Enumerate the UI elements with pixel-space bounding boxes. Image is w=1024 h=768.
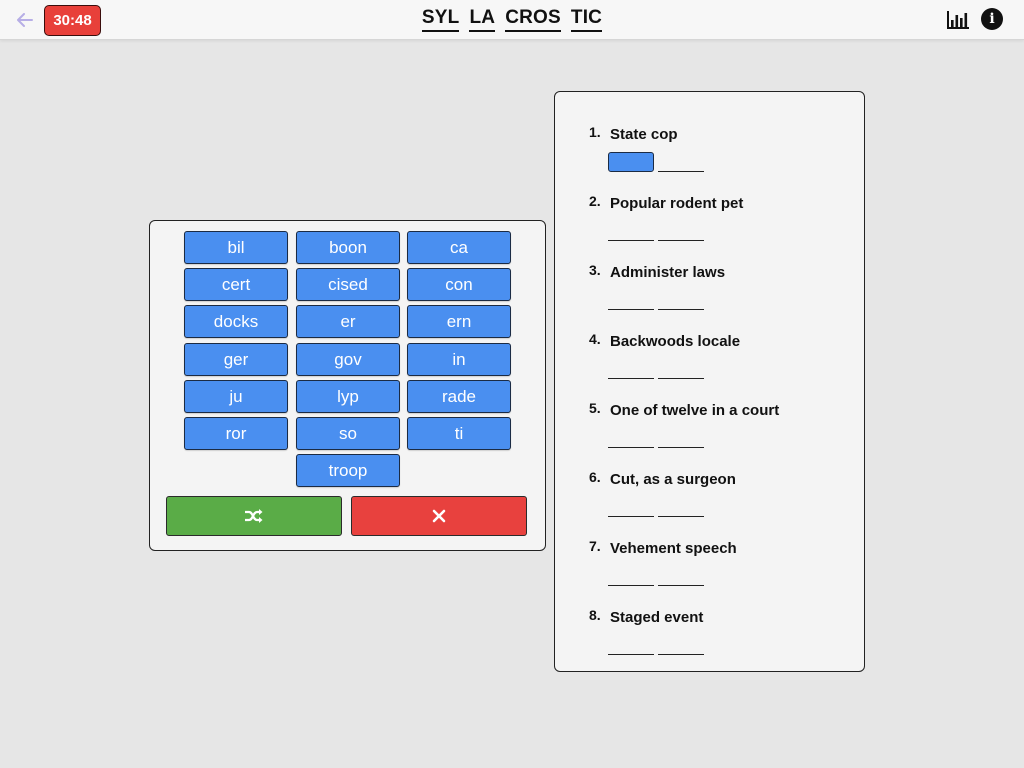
answer-slot[interactable]: [608, 219, 654, 241]
title-part: SYL: [421, 7, 460, 32]
clue-number: 3.: [589, 262, 601, 278]
clue-number: 6.: [589, 469, 601, 485]
clue-item: 4. Backwoods locale: [589, 331, 859, 391]
clue-item: 7. Vehement speech: [589, 538, 859, 598]
answer-slot[interactable]: [658, 288, 704, 310]
answer-slot[interactable]: [608, 288, 654, 310]
shuffle-button[interactable]: [166, 496, 342, 536]
syllable-tile[interactable]: troop: [296, 454, 400, 487]
clue-text: Cut, as a surgeon: [610, 471, 736, 488]
info-button[interactable]: i: [981, 8, 1003, 30]
clue-number: 4.: [589, 331, 601, 347]
arrow-left-icon: [17, 13, 33, 27]
syllable-tile[interactable]: ti: [407, 417, 511, 450]
title-part: CROS: [505, 7, 561, 32]
stats-button[interactable]: [946, 9, 970, 31]
syllable-tile[interactable]: er: [296, 305, 400, 338]
clue-item: 3. Administer laws: [589, 262, 859, 322]
clue-item: 6. Cut, as a surgeon: [589, 469, 859, 529]
answer-slot[interactable]: [608, 357, 654, 379]
close-icon: [432, 509, 446, 523]
syllable-tile[interactable]: docks: [184, 305, 288, 338]
clue-text: State cop: [610, 126, 678, 143]
syllable-tile[interactable]: cert: [184, 268, 288, 301]
answer-slot[interactable]: [658, 357, 704, 379]
syllable-tile[interactable]: boon: [296, 231, 400, 264]
clue-text: Popular rodent pet: [610, 195, 744, 212]
clear-button[interactable]: [351, 496, 527, 536]
syllable-tile[interactable]: lyp: [296, 380, 400, 413]
clue-text: Backwoods locale: [610, 333, 741, 350]
clue-item: 2. Popular rodent pet: [589, 193, 859, 253]
clue-text: Vehement speech: [610, 540, 737, 557]
back-button[interactable]: [14, 9, 36, 31]
info-icon: i: [989, 11, 995, 27]
syllable-tile[interactable]: so: [296, 417, 400, 450]
syllable-tile[interactable]: in: [407, 343, 511, 376]
answer-slot[interactable]: [658, 219, 704, 241]
clue-item: 1. State cop: [589, 124, 859, 184]
title-part: TIC: [570, 7, 603, 32]
clue-text: One of twelve in a court: [610, 402, 780, 419]
answer-slot[interactable]: [608, 426, 654, 448]
clue-number: 8.: [589, 607, 601, 623]
answer-slot[interactable]: [608, 495, 654, 517]
clue-text: Administer laws: [610, 264, 726, 281]
answer-slot-active[interactable]: [608, 152, 654, 172]
syllable-tile[interactable]: bil: [184, 231, 288, 264]
syllable-tile[interactable]: rade: [407, 380, 511, 413]
answer-slot[interactable]: [658, 426, 704, 448]
syllable-tile[interactable]: cised: [296, 268, 400, 301]
clue-number: 5.: [589, 400, 601, 416]
clue-number: 1.: [589, 124, 601, 140]
answer-slot[interactable]: [658, 495, 704, 517]
title-part: LA: [469, 7, 496, 32]
syllable-tile[interactable]: gov: [296, 343, 400, 376]
clue-text: Staged event: [610, 609, 704, 626]
shuffle-icon: [245, 509, 263, 523]
clue-panel: 1. State cop 2. Popular rodent pet 3. Ad…: [554, 91, 865, 672]
answer-slot[interactable]: [658, 564, 704, 586]
clue-item: 8. Staged event: [589, 607, 859, 667]
syllable-tile[interactable]: ger: [184, 343, 288, 376]
game-title: SYL LA CROS TIC: [0, 7, 1024, 32]
bar-chart-icon: [947, 11, 969, 29]
clue-number: 7.: [589, 538, 601, 554]
syllable-tile[interactable]: ern: [407, 305, 511, 338]
tile-panel: bil boon ca cert cised con docks er ern …: [149, 220, 546, 551]
answer-slot[interactable]: [658, 633, 704, 655]
timer-badge: 30:48: [44, 5, 101, 36]
top-bar: 30:48 SYL LA CROS TIC i: [0, 0, 1024, 40]
answer-slot[interactable]: [608, 564, 654, 586]
syllable-tile[interactable]: ca: [407, 231, 511, 264]
syllable-tile[interactable]: ju: [184, 380, 288, 413]
answer-slot[interactable]: [608, 633, 654, 655]
syllable-tile[interactable]: con: [407, 268, 511, 301]
clue-number: 2.: [589, 193, 601, 209]
clue-item: 5. One of twelve in a court: [589, 400, 859, 460]
syllable-tile[interactable]: ror: [184, 417, 288, 450]
answer-slot[interactable]: [658, 150, 704, 172]
